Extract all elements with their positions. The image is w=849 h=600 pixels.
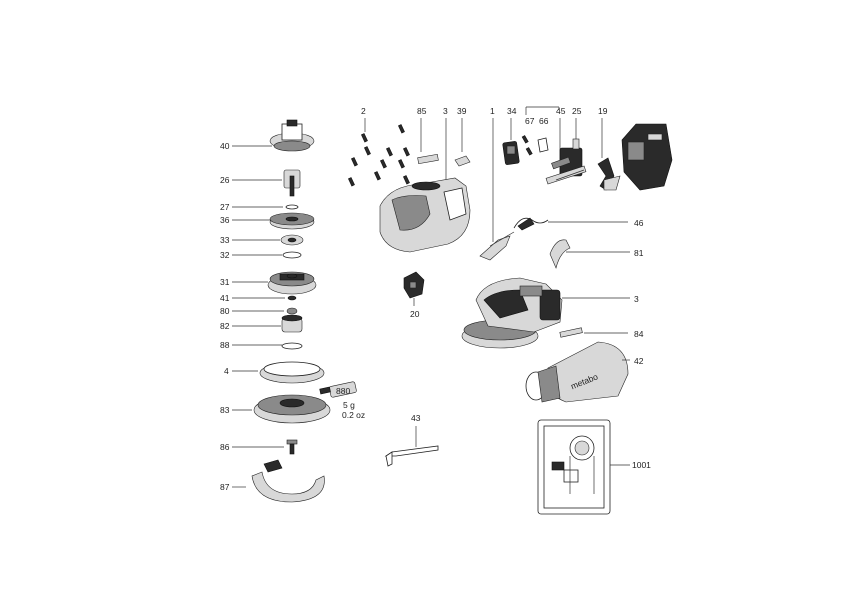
top-labels: 2 85 3 39 1 34 45 25 19 67 66	[361, 106, 608, 126]
label-34: 34	[507, 106, 517, 116]
label-1001: 1001	[632, 460, 651, 470]
part-26-armature	[283, 169, 301, 197]
part-41-screw	[287, 295, 297, 301]
part-3-upper-housing	[379, 177, 471, 253]
label-1: 1	[490, 106, 495, 116]
part-36-fan	[269, 212, 315, 230]
label-43: 43	[411, 413, 421, 423]
part-31-fan-wheel	[267, 271, 317, 295]
part-86-pad-screw	[286, 439, 298, 455]
part-67-66-small-parts	[521, 135, 549, 156]
label-88: 88	[220, 340, 230, 350]
label-3-sander: 3	[634, 294, 639, 304]
part-33-bearing	[280, 234, 304, 246]
part-3-sander-assembly: 3	[461, 277, 639, 349]
label-39: 39	[457, 106, 467, 116]
part-39-plate	[454, 155, 471, 167]
label-80: 80	[220, 306, 230, 316]
label-67: 67	[525, 116, 535, 126]
label-40: 40	[220, 141, 230, 151]
part-87-dust-guard	[251, 459, 325, 503]
left-labels: 40 26 27 36 33 32 31 41 80 82 88 4 83 86…	[220, 141, 230, 492]
grease-quantity-grams: 5 g	[343, 400, 355, 410]
part-80-nut	[286, 307, 298, 315]
part-20-button: 20	[403, 271, 425, 319]
label-4: 4	[224, 366, 229, 376]
label-86: 86	[220, 442, 230, 452]
label-85: 85	[417, 106, 427, 116]
part-84-pin: 84	[559, 327, 644, 339]
label-83: 83	[220, 405, 230, 415]
label-81: 81	[634, 248, 644, 258]
grease-quantity-ounces: 0.2 oz	[342, 410, 365, 420]
label-20: 20	[410, 309, 420, 319]
label-2: 2	[361, 106, 366, 116]
label-45: 45	[556, 106, 566, 116]
part-88-ring	[281, 342, 303, 350]
grease-code: 880	[336, 386, 350, 396]
label-25: 25	[572, 106, 582, 116]
label-36: 36	[220, 215, 230, 225]
label-33: 33	[220, 235, 230, 245]
battery-pack	[621, 123, 673, 191]
part-2-screws	[348, 124, 410, 187]
label-19: 19	[598, 106, 608, 116]
part-45-electronics	[545, 147, 587, 185]
part-46-cable: 46	[513, 217, 644, 231]
label-46: 46	[634, 218, 644, 228]
part-1-switch	[479, 231, 515, 261]
part-83-sanding-pad	[253, 394, 331, 424]
label-42: 42	[634, 356, 644, 366]
label-87: 87	[220, 482, 230, 492]
part-34-switch-module	[502, 141, 520, 165]
part-82-eccentric	[281, 314, 303, 333]
part-32-circlip	[282, 251, 302, 259]
label-27: 27	[220, 202, 230, 212]
grease-tube: 880 5 g 0.2 oz	[319, 381, 365, 420]
part-19-latch	[597, 157, 621, 191]
left-leader-lines	[232, 145, 285, 488]
part-25-contact	[572, 138, 580, 150]
part-27-washer	[285, 204, 299, 210]
part-1001-service-panel: 1001	[537, 419, 651, 515]
part-81-guide: 81	[549, 239, 644, 269]
label-82: 82	[220, 321, 230, 331]
label-84: 84	[634, 329, 644, 339]
part-4-brake-ring	[259, 361, 325, 384]
label-26: 26	[220, 175, 230, 185]
label-31: 31	[220, 277, 230, 287]
label-32: 32	[220, 250, 230, 260]
label-41: 41	[220, 293, 230, 303]
label-3-top: 3	[443, 106, 448, 116]
part-43-hex-key: 43	[384, 413, 439, 467]
part-85-label-strip	[417, 153, 439, 165]
label-66: 66	[539, 116, 549, 126]
part-40-motor-top	[269, 119, 315, 152]
part-42-dust-box: metabo 42	[525, 341, 644, 403]
